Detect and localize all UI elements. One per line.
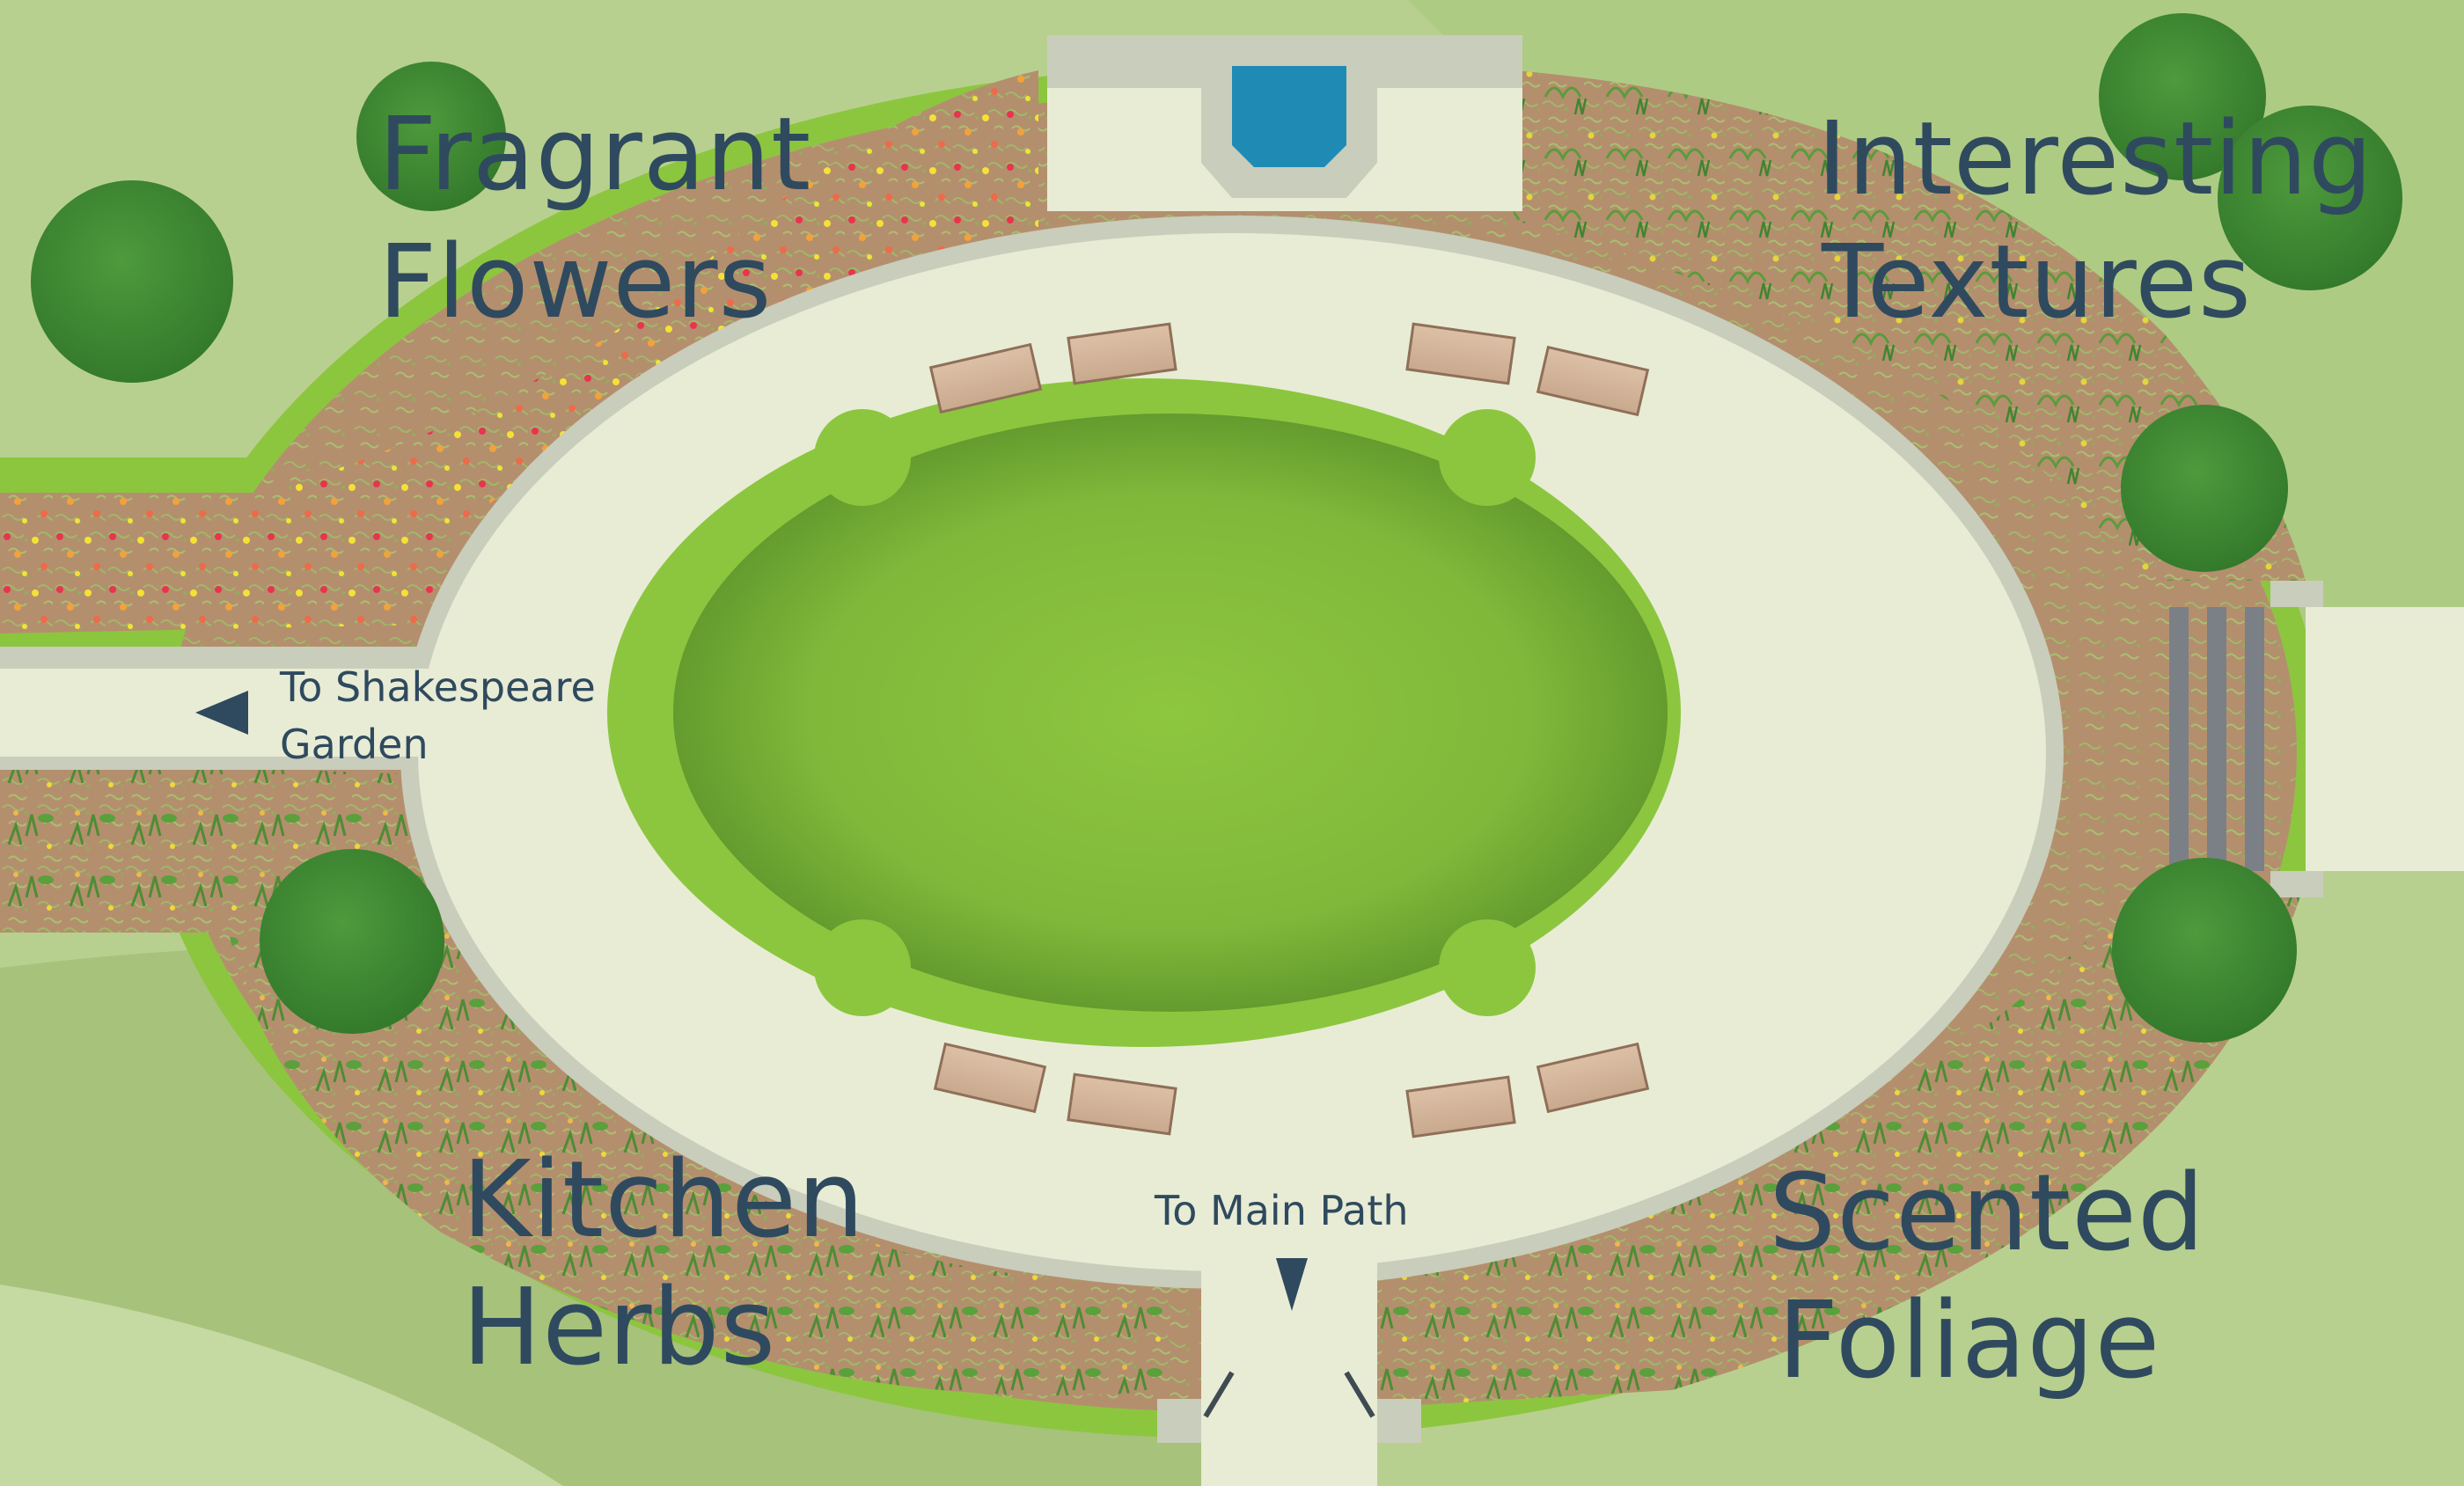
bench bbox=[1405, 1075, 1516, 1138]
label-fragrant-line2: Flowers bbox=[378, 223, 772, 341]
bench bbox=[928, 342, 1043, 414]
scented-foliage-bed bbox=[1373, 880, 2306, 1408]
triangle-down-icon bbox=[1276, 1258, 1308, 1311]
label-foliage-line1: Scented bbox=[1769, 1153, 2205, 1275]
tree bbox=[260, 849, 444, 1034]
label-herbs-line1: Kitchen bbox=[462, 1139, 865, 1262]
shakespeare-label-line2: Garden bbox=[280, 721, 429, 768]
bench bbox=[933, 1042, 1047, 1114]
tree bbox=[356, 62, 506, 211]
bed-labels: Fragrant Flowers Interesting Textures Ki… bbox=[378, 96, 2373, 1402]
central-lawn bbox=[607, 378, 1681, 1047]
label-foliage-line2: Foliage bbox=[1778, 1280, 2160, 1402]
direction-main-path[interactable]: To Main Path bbox=[1154, 1187, 1409, 1311]
lawn bbox=[673, 414, 1668, 1012]
east-steps bbox=[2169, 581, 2323, 897]
bench bbox=[1536, 1042, 1650, 1114]
south-gate bbox=[1157, 1371, 1421, 1443]
tree bbox=[31, 180, 233, 383]
bench bbox=[1067, 1072, 1177, 1136]
benches bbox=[928, 322, 1650, 1138]
triangle-left-icon bbox=[195, 691, 248, 735]
trees bbox=[31, 13, 2402, 1043]
bench bbox=[1536, 345, 1650, 417]
fountain-water bbox=[1232, 66, 1346, 167]
tree bbox=[2218, 106, 2402, 290]
south-path bbox=[1201, 1214, 1377, 1486]
direction-shakespeare[interactable]: To Shakespeare Garden bbox=[195, 663, 596, 768]
label-textures-line1: Interesting bbox=[1817, 100, 2373, 218]
main-path-label: To Main Path bbox=[1154, 1187, 1409, 1234]
east-path bbox=[2306, 607, 2464, 871]
label-herbs-line2: Herbs bbox=[462, 1267, 776, 1389]
bench bbox=[1405, 322, 1516, 385]
bench bbox=[1067, 322, 1177, 385]
label-textures-line2: Textures bbox=[1821, 223, 2252, 341]
tree bbox=[2112, 858, 2297, 1043]
fragrant-flowers-bed bbox=[0, 70, 1038, 633]
fountain bbox=[1047, 35, 1522, 198]
label-fragrant-line1: Fragrant bbox=[378, 96, 811, 214]
interesting-textures-bed bbox=[1514, 70, 2306, 581]
tree bbox=[2099, 13, 2266, 180]
shakespeare-label-line1: To Shakespeare bbox=[279, 663, 596, 711]
tree bbox=[2121, 405, 2288, 572]
